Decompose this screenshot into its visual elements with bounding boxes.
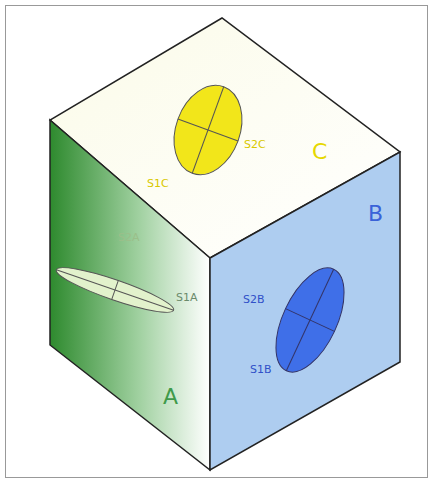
- ellipse-b: [262, 258, 358, 382]
- axis-label: S2A: [118, 232, 140, 243]
- axis-label: S2B: [243, 294, 265, 305]
- axis-label: S1B: [250, 364, 272, 375]
- face-b: [210, 152, 400, 470]
- frame: [6, 6, 428, 478]
- axis-label: S2C: [244, 139, 266, 150]
- face-label: A: [163, 386, 178, 408]
- face-label: C: [312, 141, 327, 163]
- face-a: [50, 120, 210, 470]
- axis-label: S1A: [176, 292, 198, 303]
- ellipse-c: [162, 76, 254, 184]
- face-label: B: [368, 203, 383, 225]
- axis-label: S1C: [147, 178, 169, 189]
- ellipse-a: [53, 260, 177, 319]
